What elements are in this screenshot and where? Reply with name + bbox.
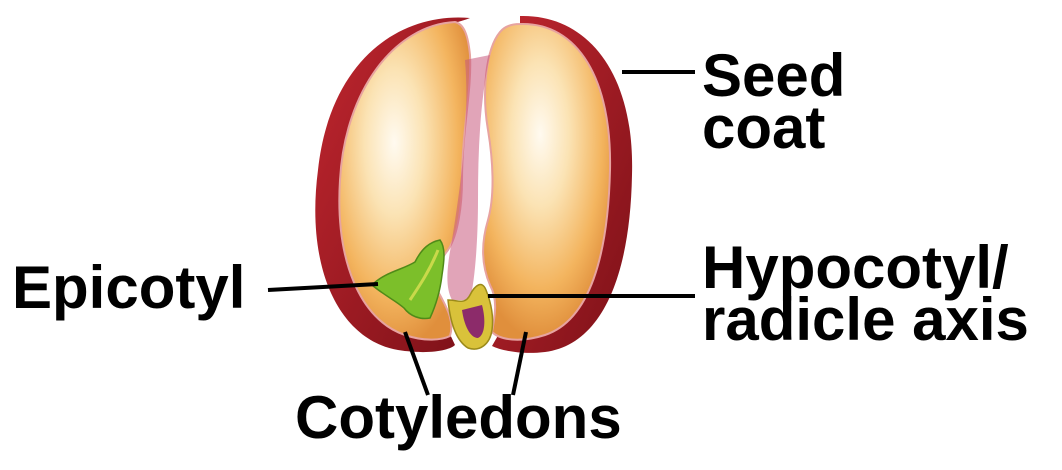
- label-epicotyl: Epicotyl: [12, 262, 245, 314]
- label-hypocotyl-radicle-axis: Hypocotyl/ radicle axis: [702, 242, 1029, 346]
- label-cotyledons: Cotyledons: [295, 392, 622, 444]
- label-seed-coat-line2: coat: [702, 102, 845, 154]
- label-seed-coat: Seed coat: [702, 50, 845, 154]
- label-hypocotyl-line2: radicle axis: [702, 294, 1029, 346]
